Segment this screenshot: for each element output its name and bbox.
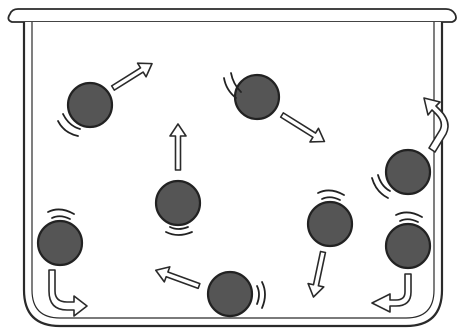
particle-6-ball: [306, 200, 354, 248]
particle-5: [154, 266, 266, 318]
particle-2-ball: [233, 73, 281, 121]
container-wall: [22, 22, 444, 328]
particle-8: [371, 211, 432, 313]
particle-1: [57, 62, 153, 137]
particle-2: [223, 72, 326, 143]
particle-1-ball: [66, 81, 114, 129]
particle-2-arrow: [279, 112, 326, 143]
particle-6-arrow: [307, 250, 327, 298]
particle-4-ball: [36, 219, 84, 267]
particle-3-motion-lines: [165, 226, 193, 236]
particle-4-arrow: [48, 269, 88, 317]
particle-1-arrow: [110, 62, 153, 91]
particle-1-motion-lines: [57, 113, 81, 137]
particle-5-ball: [206, 270, 254, 318]
particle-6-motion-lines: [317, 189, 345, 201]
container-inner-wall: [31, 22, 435, 319]
particle-5-motion-lines: [256, 281, 266, 309]
particle-7-arrow: [423, 97, 449, 153]
particle-7-motion-lines: [371, 174, 391, 199]
particle-8-ball: [384, 222, 432, 270]
particle-5-arrow: [154, 266, 201, 290]
particle-3-arrow: [169, 123, 187, 171]
particle-7: [371, 97, 449, 199]
particle-3: [154, 123, 202, 236]
container-rim: [7, 8, 457, 23]
particle-7-ball: [384, 148, 432, 196]
particle-4-motion-lines: [47, 208, 75, 220]
particle-3-ball: [154, 179, 202, 227]
particle-4: [36, 208, 88, 317]
particle-8-motion-lines: [395, 211, 423, 223]
particle-8-arrow: [371, 273, 412, 313]
particle-2-motion-lines: [223, 72, 242, 99]
particle-6: [306, 189, 354, 298]
